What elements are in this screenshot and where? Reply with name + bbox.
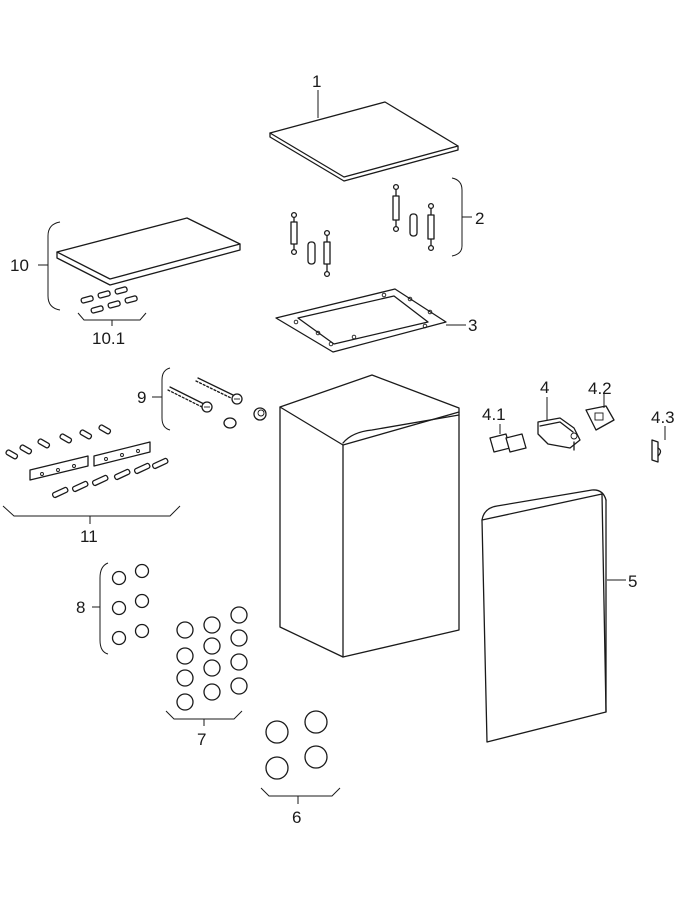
part-4-2-clip: 4.2 — [585, 379, 615, 431]
part-8-small-knobs: 8 — [76, 562, 150, 655]
label-4-2: 4.2 — [588, 379, 612, 398]
label-8: 8 — [76, 598, 85, 617]
label-11: 11 — [80, 527, 98, 546]
part-4-hinge: 4 — [537, 378, 581, 451]
part-6-large-knobs: 6 — [260, 710, 341, 827]
part-7-medium-knobs: 7 — [165, 606, 248, 749]
part-4-3-cap: 4.3 — [651, 408, 675, 463]
part-9-screws: 9 — [137, 367, 267, 431]
label-10: 10 — [10, 256, 29, 275]
part-5-door: 5 — [481, 489, 637, 743]
part-3-frame: 3 — [275, 288, 477, 353]
label-6: 6 — [292, 808, 301, 827]
part-1-top-panel: 1 — [269, 72, 459, 182]
part-11-wall-mount-kit: 11 — [2, 424, 181, 546]
label-9: 9 — [137, 388, 146, 407]
part-10-1-shelf-supports: 10.1 — [77, 286, 147, 348]
label-4-1: 4.1 — [482, 405, 506, 424]
cabinet-body — [279, 374, 460, 658]
label-10-1: 10.1 — [92, 329, 125, 348]
label-2: 2 — [475, 209, 484, 228]
label-1: 1 — [312, 72, 321, 91]
label-5: 5 — [628, 572, 637, 591]
part-10-shelf: 10 — [10, 217, 241, 311]
label-4-3: 4.3 — [651, 408, 675, 427]
label-4: 4 — [540, 378, 549, 397]
label-3: 3 — [468, 316, 477, 335]
part-2-pins: 2 — [290, 177, 484, 278]
part-4-1-plates: 4.1 — [482, 405, 527, 453]
label-7: 7 — [197, 730, 206, 749]
